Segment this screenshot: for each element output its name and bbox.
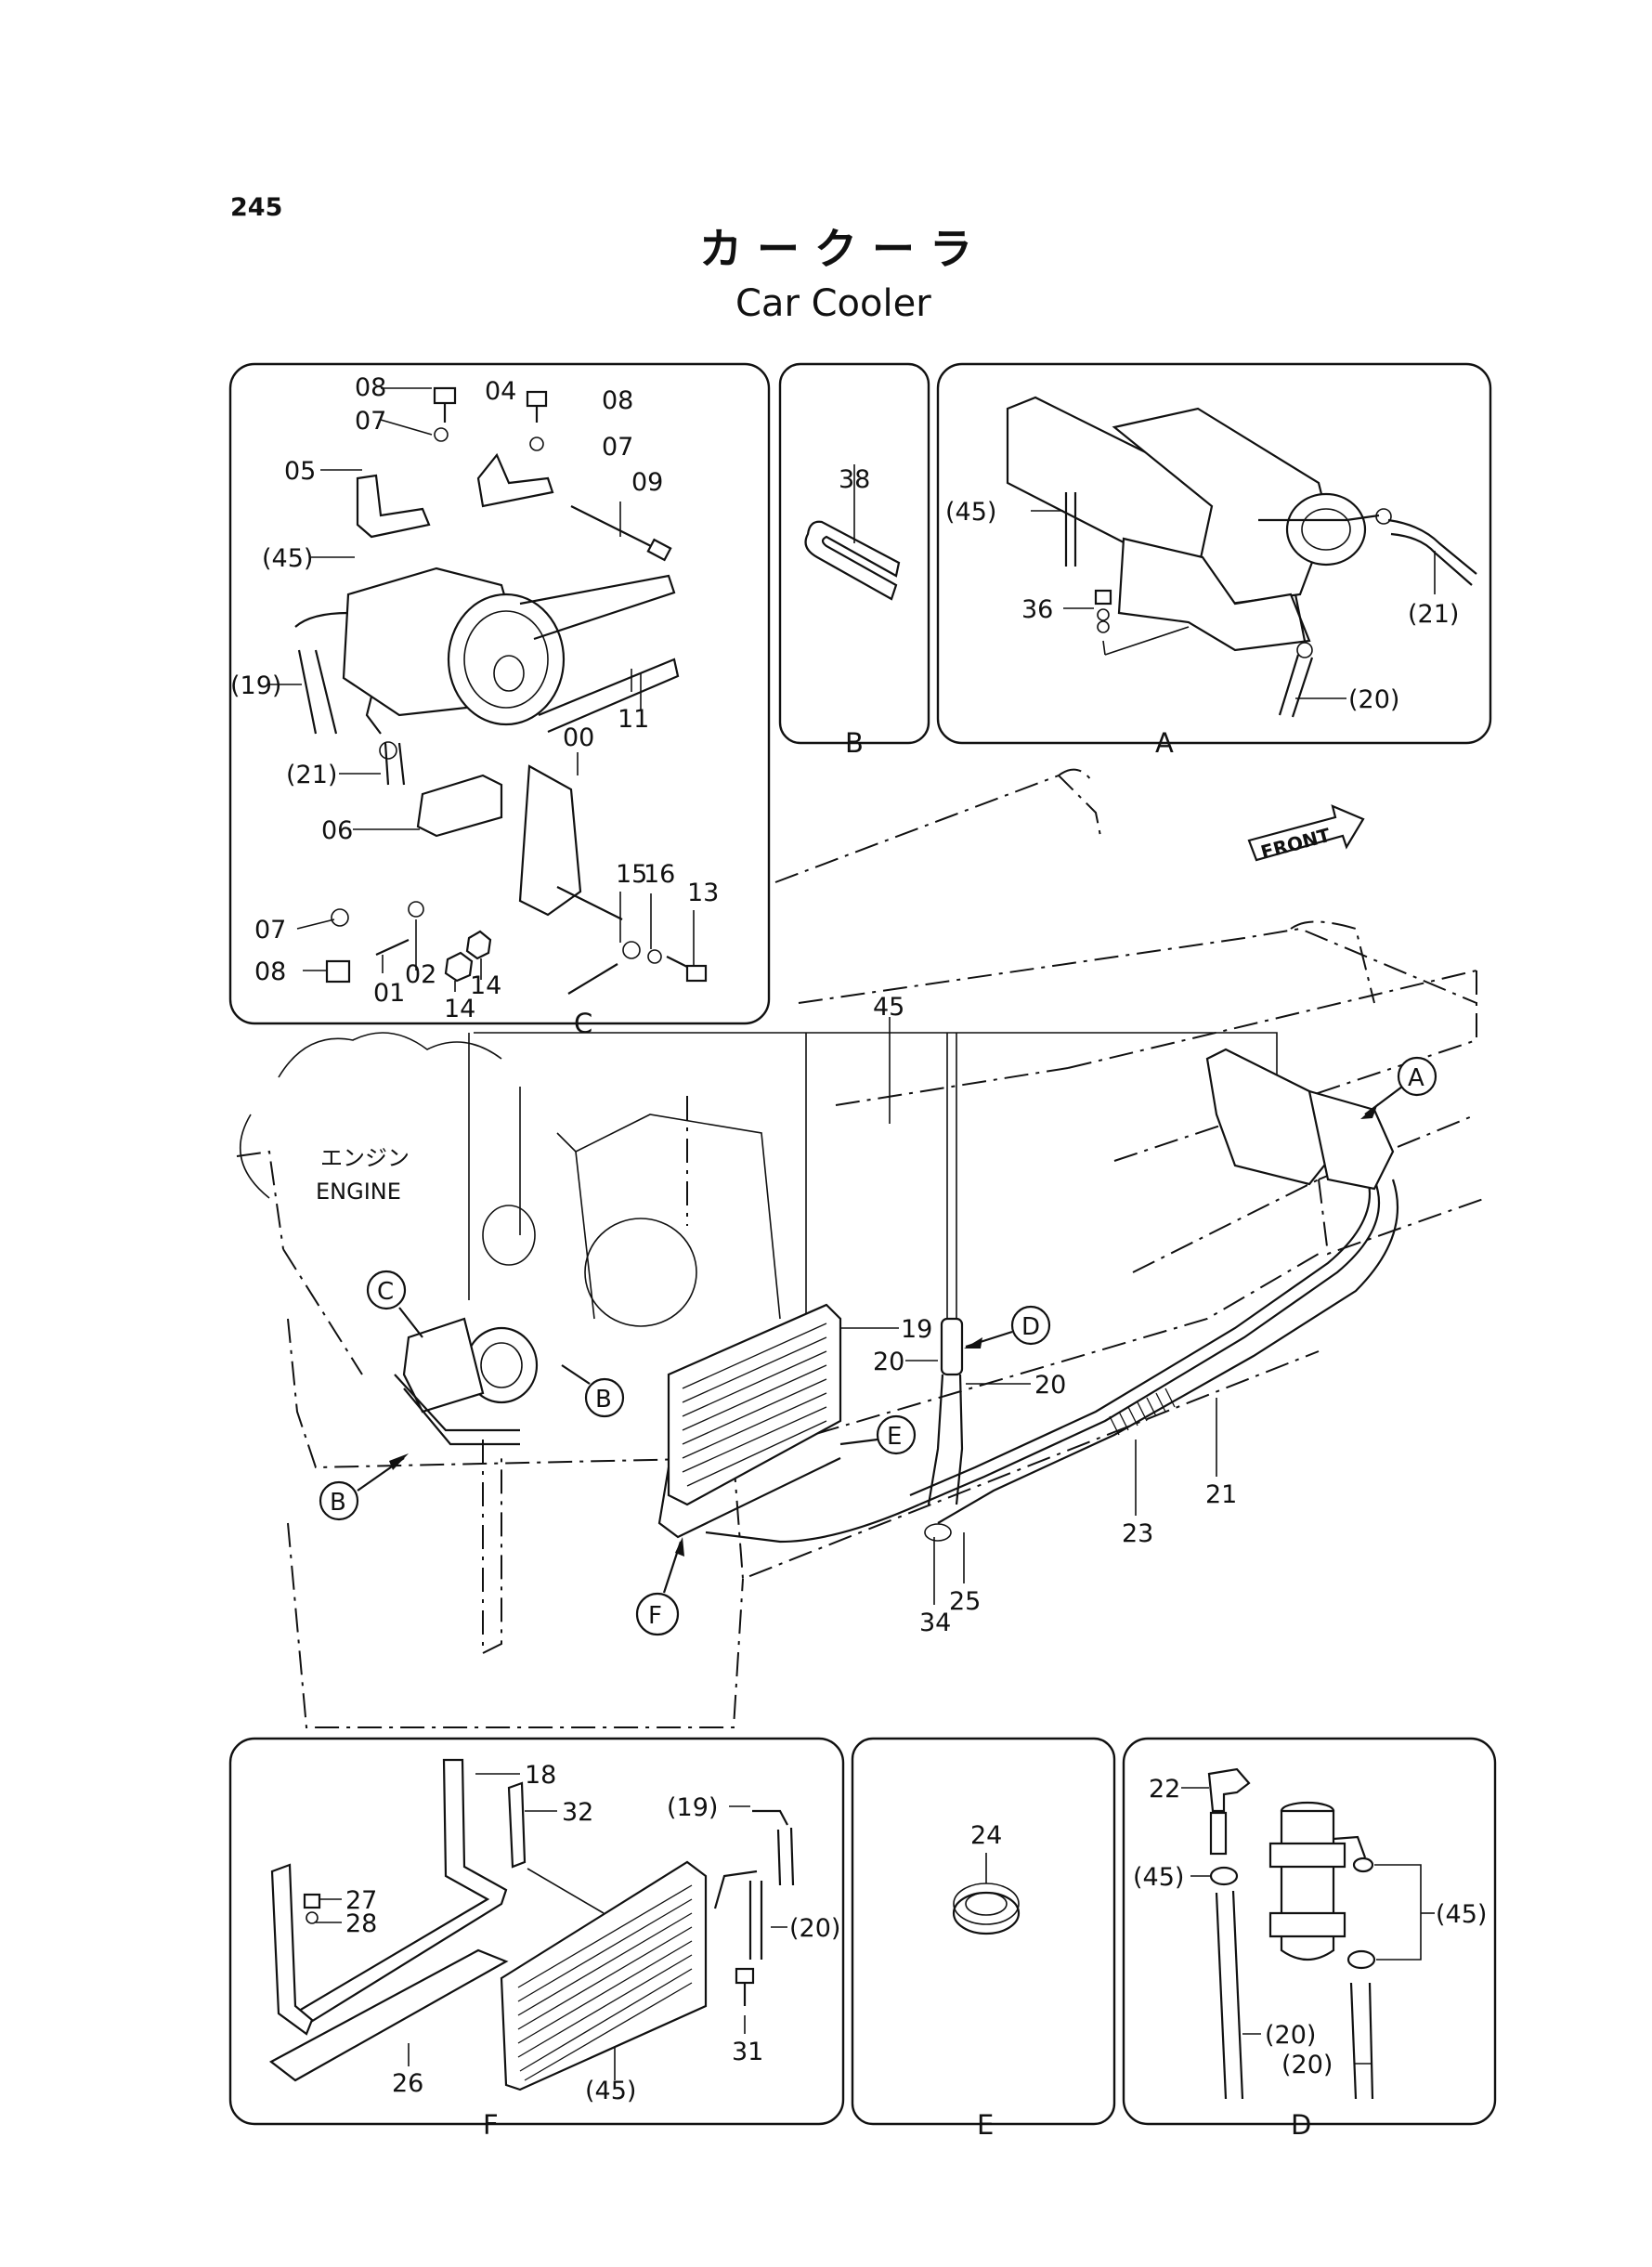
part-label-20: (20) (1348, 685, 1399, 714)
detail-panel-a: (45) 36 (21) (20) A (936, 362, 1492, 759)
part-label-28: 28 (345, 1909, 377, 1938)
part-label-21: (21) (1408, 600, 1459, 629)
part-label-38: 38 (839, 465, 870, 494)
svg-text:B: B (595, 1386, 612, 1414)
part-label-18: 18 (525, 1761, 556, 1790)
engine-label-english: ENGINE (316, 1179, 401, 1205)
part-label-24: 24 (970, 1821, 1002, 1850)
svg-text:E: E (887, 1423, 902, 1451)
part-label-20: (20) (1281, 2051, 1333, 2079)
svg-text:B: B (330, 1489, 346, 1517)
panel-caption-f: F (483, 2109, 499, 2141)
front-arrow-icon: FRONT (1247, 804, 1365, 864)
part-label-45: 45 (873, 993, 904, 1022)
part-label-16: 16 (644, 860, 675, 889)
svg-text:C: C (377, 1278, 394, 1306)
panel-caption-e: E (977, 2109, 994, 2141)
part-label-19: 19 (901, 1315, 932, 1344)
part-label-45: (45) (945, 498, 996, 527)
part-label-20: (20) (789, 1914, 840, 1943)
panel-caption-b: B (845, 727, 864, 759)
title-japanese: カ ー ク ー ラ (699, 224, 972, 274)
callout-f: F (635, 1537, 684, 1636)
part-label-45: (45) (1436, 1900, 1487, 1929)
part-label-20: (20) (1265, 2021, 1316, 2050)
part-label-20: 20 (1034, 1371, 1066, 1400)
part-label-07: 07 (254, 916, 286, 945)
detail-panel-b: 38 B (778, 362, 930, 759)
part-label-01: 01 (373, 979, 405, 1008)
part-label-45: (45) (1133, 1863, 1184, 1892)
panel-caption-c: C (574, 1008, 592, 1039)
callout-b-upper: B (561, 1364, 625, 1418)
part-label-19: (19) (667, 1793, 718, 1822)
callout-c: C (366, 1270, 423, 1338)
part-label-14: 14 (470, 971, 501, 1000)
panel-caption-d: D (1291, 2109, 1311, 2141)
detail-panel-e: 24 E (851, 1737, 1116, 2141)
svg-text:A: A (1408, 1064, 1424, 1092)
part-label-31: 31 (732, 2038, 763, 2066)
part-label-32: 32 (562, 1798, 593, 1827)
part-label-11: 11 (618, 705, 649, 734)
part-label-00: 00 (563, 723, 594, 752)
detail-panel-d: 22 (45) (45) (20) (20) D (1122, 1737, 1497, 2141)
part-label-15: 15 (616, 860, 647, 889)
part-label-27: 27 (345, 1886, 377, 1915)
page-number: 245 (230, 193, 282, 222)
panel-caption-a: A (1155, 727, 1174, 759)
part-label-02: 02 (405, 960, 436, 989)
part-label-07: 07 (355, 407, 386, 436)
callout-a: A (1360, 1056, 1437, 1119)
part-label-34: 34 (919, 1609, 951, 1637)
part-label-08: 08 (254, 958, 286, 986)
part-label-08: 08 (355, 373, 386, 402)
part-label-20: 20 (873, 1348, 904, 1376)
part-label-07: 07 (602, 433, 633, 462)
part-label-45: (45) (262, 544, 313, 573)
part-label-21: (21) (286, 761, 337, 789)
part-label-13: 13 (687, 879, 719, 907)
detail-panel-f: 18 32 (19) 27 28 (20) 31 26 (45) F (228, 1737, 845, 2141)
svg-text:D: D (1021, 1313, 1040, 1341)
part-label-36: 36 (1021, 595, 1053, 624)
callout-b-lower: B (319, 1453, 409, 1521)
main-assembly: FRONT エンジン ENGINE A C B B (236, 768, 1487, 1728)
part-label-06: 06 (321, 816, 353, 845)
part-label-14: 14 (444, 995, 475, 1023)
part-label-09: 09 (631, 468, 663, 497)
title-english: Car Cooler (735, 282, 931, 325)
part-label-25: 25 (949, 1587, 981, 1616)
part-label-08: 08 (602, 386, 633, 415)
part-label-22: 22 (1149, 1775, 1180, 1804)
part-label-21: 21 (1205, 1480, 1237, 1509)
part-label-45: (45) (585, 2077, 636, 2105)
callout-e: E (839, 1414, 917, 1455)
engine-label-japanese: エンジン (320, 1145, 410, 1171)
callout-d: D (964, 1305, 1051, 1348)
svg-text:F: F (648, 1602, 662, 1630)
part-label-05: 05 (284, 457, 316, 486)
part-label-23: 23 (1122, 1519, 1153, 1548)
part-label-04: 04 (485, 377, 516, 406)
detail-panel-c: 08 07 05 (45) (19) (21) 06 07 08 04 08 0… (228, 362, 771, 1039)
part-label-26: 26 (392, 2069, 423, 2098)
part-label-19: (19) (230, 671, 281, 700)
